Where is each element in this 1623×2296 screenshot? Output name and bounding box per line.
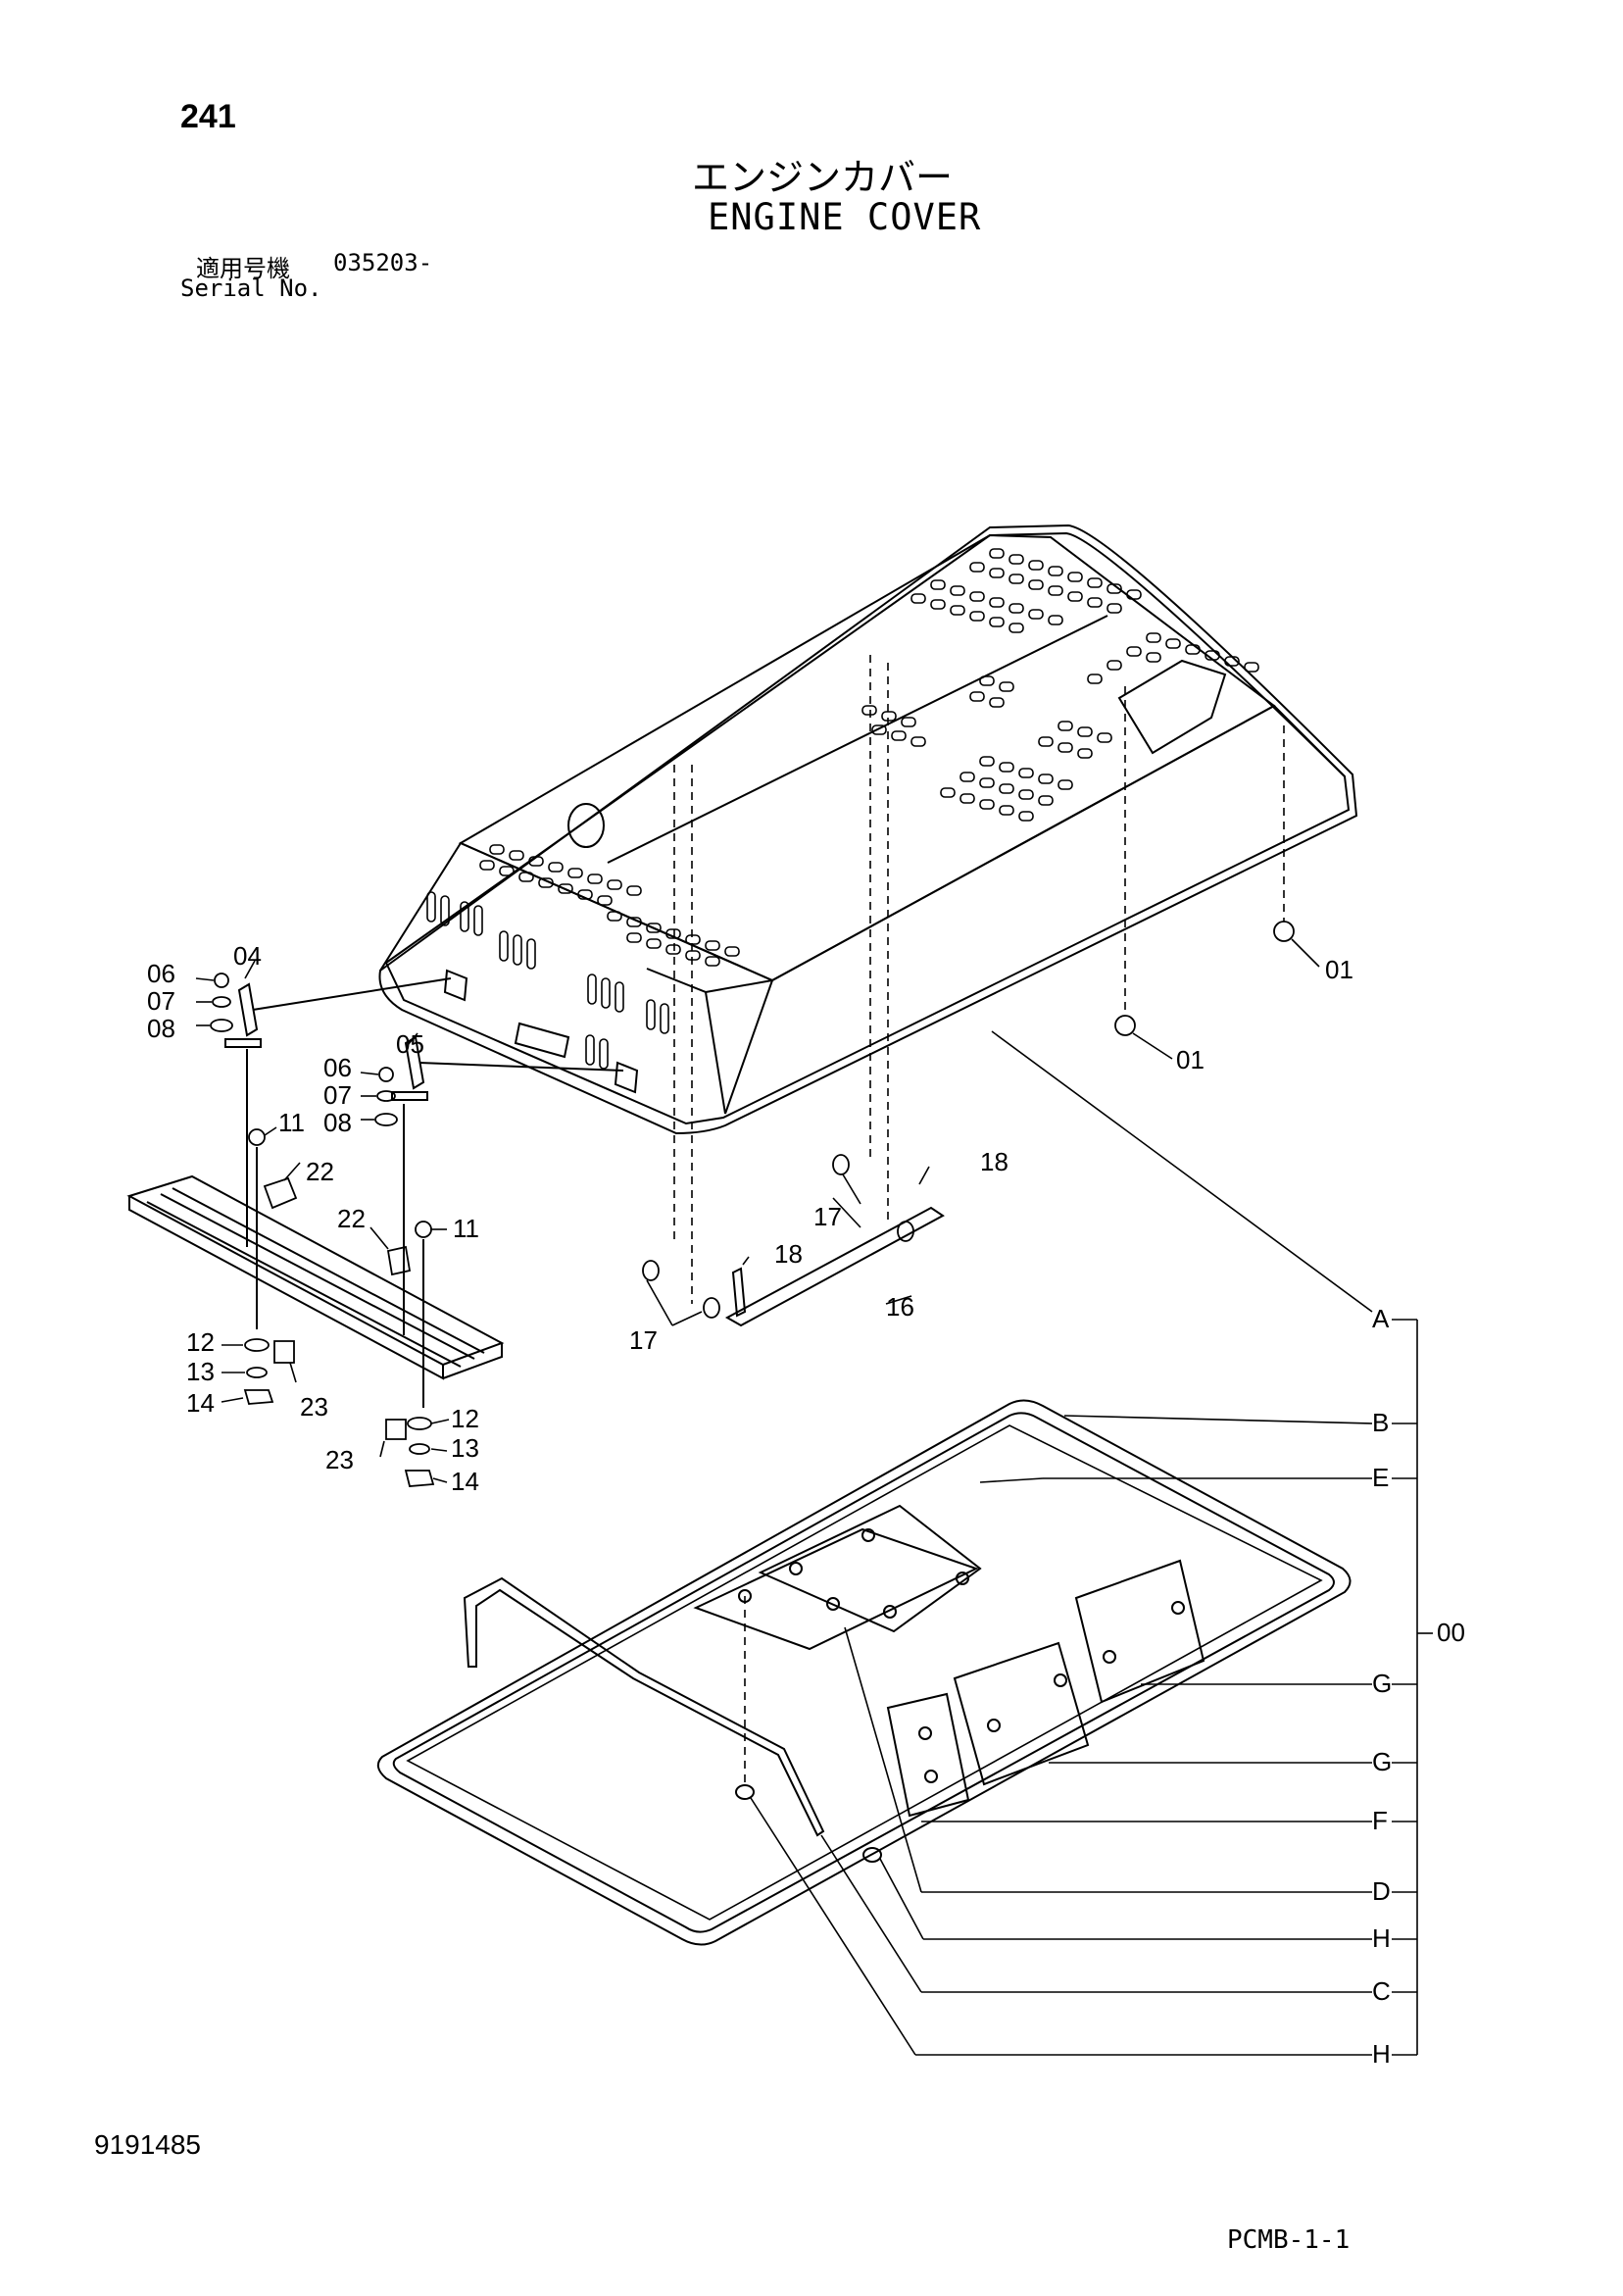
assembly-label-c: C — [1372, 1976, 1391, 2006]
callout-labels: 01 01 04 05 06 06 07 07 08 08 11 11 12 1… — [147, 941, 1465, 2069]
serial-label-english: Serial No. — [180, 275, 322, 302]
seal-frame-assembly — [376, 1399, 1352, 1946]
assembly-label-a: A — [1372, 1304, 1390, 1333]
callout-05: 05 — [396, 1029, 424, 1059]
assembly-label-f: F — [1372, 1806, 1388, 1835]
callout-07-left: 07 — [147, 986, 175, 1016]
assembly-number: 00 — [1437, 1618, 1465, 1647]
callout-17-lower: 17 — [629, 1325, 658, 1355]
hardware — [210, 921, 1295, 1487]
assembly-label-g-lower: G — [1372, 1747, 1392, 1776]
title-english: ENGINE COVER — [708, 196, 982, 238]
document-number: 9191485 — [94, 2129, 202, 2160]
assembly-label-h-lower: H — [1372, 2039, 1391, 2069]
callout-12-right: 12 — [451, 1404, 479, 1433]
callout-14-right: 14 — [451, 1467, 479, 1496]
callout-07-right: 07 — [323, 1080, 352, 1110]
callout-08-right: 08 — [323, 1108, 352, 1137]
callout-06-left: 06 — [147, 959, 175, 988]
serial-label-japanese: 適用号機 — [196, 255, 290, 282]
serial-number-value: 035203- — [333, 249, 433, 276]
stay-rod-16 — [724, 1206, 945, 1327]
engine-cover-body — [378, 524, 1358, 1135]
latch-04 — [224, 977, 452, 1048]
callout-23-right: 23 — [325, 1445, 354, 1474]
callout-14-left: 14 — [186, 1388, 215, 1418]
callout-17-upper: 17 — [813, 1202, 842, 1231]
base-plate — [126, 1049, 505, 1408]
callout-11-left: 11 — [278, 1108, 305, 1137]
assembly-label-b: B — [1372, 1408, 1389, 1437]
title-japanese: エンジンカバー — [692, 156, 954, 199]
callout-01-rear: 01 — [1325, 955, 1353, 984]
callout-23-left: 23 — [300, 1392, 328, 1422]
callout-12-left: 12 — [186, 1327, 215, 1357]
callout-18-upper: 18 — [980, 1147, 1008, 1176]
callout-11-right: 11 — [453, 1214, 479, 1243]
callout-22-upper: 22 — [306, 1157, 334, 1186]
callout-16: 16 — [886, 1292, 914, 1322]
page-code: PCMB-1-1 — [1227, 2225, 1351, 2255]
callout-04: 04 — [233, 941, 262, 971]
assembly-label-d: D — [1372, 1876, 1391, 1906]
callout-13-right: 13 — [451, 1433, 479, 1463]
assembly-label-e: E — [1372, 1463, 1389, 1492]
callout-08-left: 08 — [147, 1014, 175, 1043]
callout-22-lower: 22 — [337, 1204, 366, 1233]
callout-01-front: 01 — [1176, 1045, 1205, 1074]
callout-18-lower: 18 — [774, 1239, 803, 1269]
callout-13-left: 13 — [186, 1357, 215, 1386]
assembly-label-h-upper: H — [1372, 1923, 1391, 1953]
mount-lines — [673, 655, 1285, 1304]
leader-lines — [195, 938, 1433, 2056]
latch-05 — [391, 1035, 624, 1101]
page-number: 241 — [180, 98, 236, 135]
assembly-label-g-upper: G — [1372, 1669, 1392, 1698]
callout-06-right: 06 — [323, 1053, 352, 1082]
